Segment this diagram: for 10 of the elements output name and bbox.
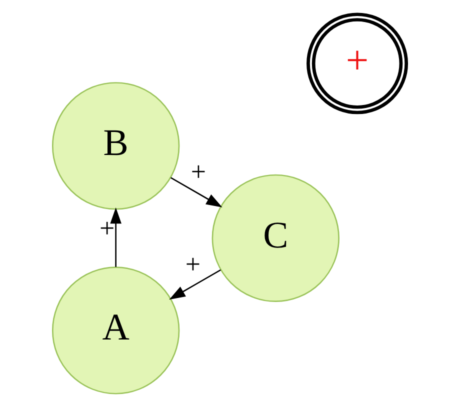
node-circle: + [306,12,408,114]
arrow [110,207,122,266]
arrow [169,268,221,300]
edge-label: + [100,212,115,243]
edge-label: + [190,156,206,186]
node-circle: A [52,266,180,394]
node-circle: C [212,174,340,302]
edge-label: + [185,248,201,278]
arrow [170,176,222,207]
node-circle: B [52,82,180,210]
